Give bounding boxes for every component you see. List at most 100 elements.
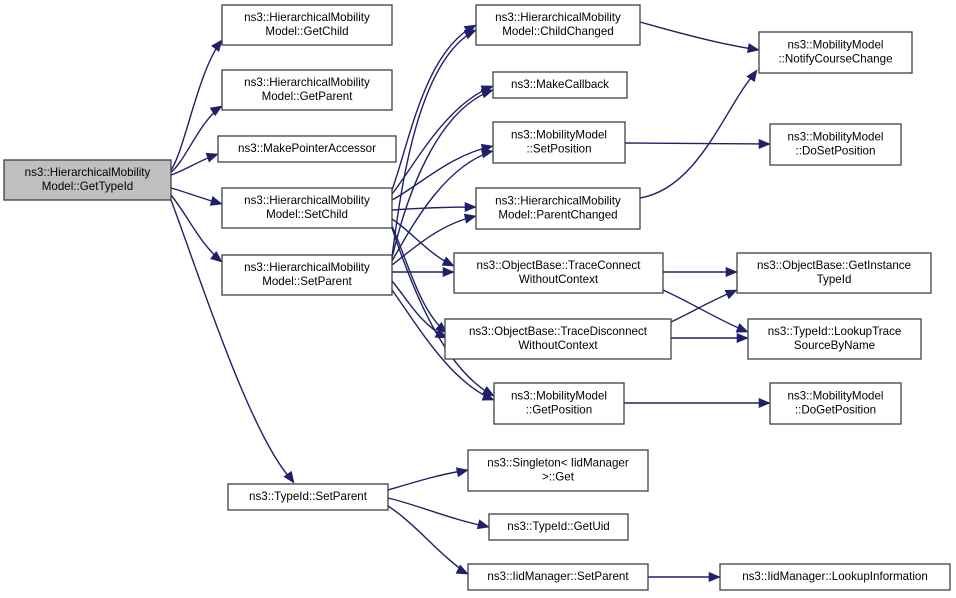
graph-node[interactable]: ns3::MobilityModel::SetPosition [492,121,626,164]
node-box[interactable] [758,31,913,74]
node-label: ns3::IidManager::LookupInformation [742,570,928,583]
graph-node[interactable]: ns3::HierarchicalMobilityModel::GetTypeI… [3,159,172,201]
node-box[interactable] [221,187,393,229]
graph-node[interactable]: ns3::HierarchicalMobilityModel::SetParen… [221,254,393,296]
arrowhead-icon [209,196,223,206]
node-label: ns3::HierarchicalMobility [244,194,370,207]
graph-node[interactable]: ns3::TypeId::SetParent [227,483,389,511]
call-edge [639,21,760,54]
node-label: WithoutContext [518,339,598,352]
graph-node[interactable]: ns3::MobilityModel::GetPosition [493,382,625,425]
node-box[interactable] [475,4,641,46]
node-label: Model::GetParent [262,90,354,103]
node-label: ns3::HierarchicalMobility [244,11,370,24]
node-box[interactable] [467,563,649,591]
graph-node[interactable]: ns3::HierarchicalMobilityModel::ParentCh… [475,187,641,230]
node-box[interactable] [467,449,649,492]
node-box[interactable] [769,382,902,425]
call-edge [170,152,219,176]
node-label: ::NotifyCourseChange [778,53,892,66]
call-edge [170,39,223,171]
arrowhead-icon [758,138,771,150]
call-edge [624,397,771,409]
node-box[interactable] [769,123,902,166]
node-label: SourceByName [794,339,875,352]
arrowhead-icon [735,323,749,333]
node-box[interactable] [492,71,628,99]
graph-node[interactable]: ns3::TypeId::GetUid [488,513,629,541]
arrowhead-icon [736,332,749,344]
node-label: ns3::MakePointerAccessor [238,142,376,155]
arrowhead-icon [480,88,494,99]
node-box[interactable] [217,135,397,163]
root-node-box[interactable] [3,159,172,201]
call-edge [391,280,448,339]
node-label: Model::ParentChanged [498,209,617,222]
graph-node[interactable]: ns3::IidManager::SetParent [467,563,649,591]
node-label: Model::SetChild [266,208,348,221]
node-label: ns3::MobilityModel [787,131,883,144]
arrowhead-icon [481,391,495,401]
node-box[interactable] [475,187,641,230]
node-box[interactable] [747,318,922,360]
node-label: ns3::HierarchicalMobility [25,166,151,179]
graph-node[interactable]: ns3::MakePointerAccessor [217,135,397,163]
graph-node[interactable]: ns3::MobilityModel::DoGetPosition [769,382,902,425]
arrowhead-icon [442,266,455,278]
graph-node[interactable]: ns3::MakeCallback [492,71,628,99]
call-edge [170,199,295,484]
node-box[interactable] [493,382,625,425]
arrowhead-icon [464,201,477,213]
node-box[interactable] [227,483,389,511]
arrowhead-icon [210,250,223,263]
call-edge [391,148,494,262]
graph-node[interactable]: ns3::HierarchicalMobilityModel::ChildCha… [475,4,641,46]
graph-node[interactable]: ns3::IidManager::LookupInformation [719,563,951,591]
arrowhead-icon [463,213,477,224]
node-label: ::SetPosition [526,143,591,156]
call-edge [663,266,738,278]
call-edge [387,467,469,491]
graph-node[interactable]: ns3::Singleton< IidManager>::Get [467,449,649,492]
node-label: ns3::HierarchicalMobility [495,195,621,208]
arrowhead-icon [746,43,760,54]
node-label: >::Get [542,471,575,484]
node-label: ns3::ObjectBase::TraceDisconnect [469,325,648,338]
graph-node[interactable]: ns3::MobilityModel::NotifyCourseChange [758,31,913,74]
node-box[interactable] [736,252,932,294]
nodes-layer: ns3::HierarchicalMobilityModel::GetTypeI… [3,4,951,591]
call-edge [670,332,749,344]
node-box[interactable] [221,4,393,46]
node-box[interactable] [488,513,629,541]
node-box[interactable] [221,254,393,296]
node-box[interactable] [492,121,626,164]
arrowhead-icon [455,467,469,478]
node-label: ns3::MakeCallback [511,78,609,91]
node-box[interactable] [444,318,672,360]
graph-node[interactable]: ns3::MobilityModel::DoSetPosition [769,123,902,166]
arrowhead-icon [480,148,494,159]
graph-node[interactable]: ns3::ObjectBase::TraceDisconnectWithoutC… [444,318,672,360]
call-edge [648,571,721,583]
graph-node[interactable]: ns3::HierarchicalMobilityModel::GetParen… [221,69,393,111]
node-box[interactable] [453,252,664,294]
call-edge [391,289,495,401]
node-label: WithoutContext [519,273,599,286]
node-label: Model::GetChild [265,25,348,38]
node-box[interactable] [221,69,393,111]
graph-node[interactable]: ns3::ObjectBase::TraceConnectWithoutCont… [453,252,664,294]
call-edge [387,497,490,530]
node-label: ns3::MobilityModel [787,39,883,52]
node-label: ns3::ObjectBase::GetInstance [757,259,911,272]
call-edge [170,105,223,173]
node-label: ns3::HierarchicalMobility [244,261,370,274]
node-label: ns3::HierarchicalMobility [244,76,370,89]
call-edge [392,266,455,278]
node-box[interactable] [719,563,951,591]
